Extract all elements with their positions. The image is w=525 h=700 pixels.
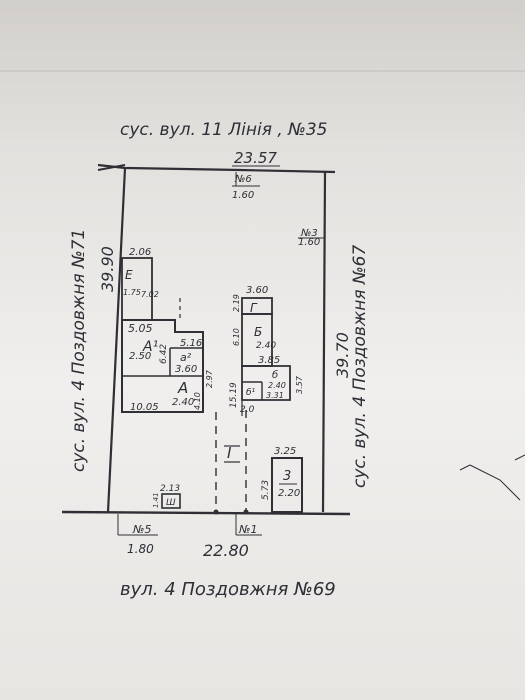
marker-n3-value: 1.60: [298, 237, 320, 248]
gate-post-right: [243, 509, 249, 515]
building-g-side: 2.19: [232, 294, 241, 312]
building-a-h2: 2.97: [205, 369, 214, 388]
building-b-area: 2.40: [256, 341, 276, 351]
toilet-structure: [161, 493, 181, 509]
bottom-width-dim: 22.80: [203, 541, 249, 560]
toilet-side: 1.41: [152, 492, 160, 508]
building-g: [241, 297, 273, 315]
building-small-b-top: 3.85: [258, 355, 280, 366]
building-3-letter: 3: [283, 469, 291, 484]
marker-n3: №3: [300, 228, 318, 239]
right-length-dim: 39.70: [333, 332, 352, 378]
building-a2-letter: а²: [180, 351, 192, 364]
building-small-b: [241, 365, 291, 401]
building-e-h2: 7.02: [141, 290, 159, 299]
gate-post-left: [213, 509, 219, 515]
marker-n5: №5: [132, 523, 151, 536]
building-small-b-letter: б: [272, 369, 278, 381]
building-g-top: 3.60: [246, 285, 268, 296]
marker-n6-value: 1.60: [232, 190, 254, 201]
building-small-b-area: 2.40: [268, 381, 286, 390]
top-width-dim: 23.57: [234, 149, 277, 167]
building-small-b-side: 3.57: [295, 375, 304, 394]
building-a1-top: 5.05: [128, 322, 153, 335]
lot-right-boundary: [321, 171, 327, 513]
lot-top-boundary: [97, 163, 336, 174]
bottom-street-label: вул. 4 Поздовжня №69: [120, 579, 336, 600]
building-3-top: 3.25: [274, 446, 296, 457]
toilet-letter: Ш: [166, 498, 176, 508]
building-a1-h: 6.42: [159, 344, 169, 364]
building-b-letter: Б: [254, 325, 262, 339]
bottom-left-offset-dim: 1.80: [127, 542, 154, 556]
building-e-h1: 1.75: [123, 288, 141, 297]
building-3-area: 2.20: [278, 488, 300, 499]
marker-n6: №6: [234, 174, 252, 185]
yard-label: I: [227, 444, 232, 462]
path-length-a: 15.19: [229, 382, 239, 408]
lot-bottom-boundary: [61, 510, 351, 516]
building-e-width: 2.06: [129, 247, 151, 258]
building-a2-top: 5.16: [180, 338, 202, 349]
building-a-letter: А: [177, 379, 188, 397]
building-a-area: 2.40: [172, 397, 194, 408]
building-a2-area: 3.60: [175, 364, 197, 375]
building-e-letter: Е: [125, 268, 133, 282]
marker-n1: №1: [238, 523, 257, 536]
building-3-side: 5.73: [261, 480, 271, 500]
building-g-letter: Г: [250, 301, 258, 315]
building-b-side: 6.10: [232, 328, 241, 346]
top-neighbor-label: сус. вул. 11 Лінія , №35: [120, 120, 327, 140]
right-neighbor-label: сус. вул. 4 Поздовжня №67: [350, 245, 370, 488]
pencil-stroke: [469, 464, 521, 501]
paper-crease: [0, 70, 525, 72]
building-a1-area: 2.50: [129, 351, 151, 362]
left-length-dim: 39.90: [98, 246, 117, 292]
path-length-b: 2.0: [240, 405, 255, 415]
building-3: [271, 457, 303, 513]
building-b1-value: 3.31: [266, 391, 284, 400]
building-b1-letter: б¹: [246, 388, 256, 398]
building-a-h1: 4.10: [193, 392, 202, 410]
building-a1-letter: А¹: [142, 339, 158, 355]
building-a-bottom: 10.05: [130, 402, 159, 413]
lot-left-boundary: [106, 167, 127, 513]
left-neighbor-label: сус. вул. 4 Поздовжня №71: [69, 229, 89, 472]
toilet-top: 2.13: [160, 484, 180, 494]
